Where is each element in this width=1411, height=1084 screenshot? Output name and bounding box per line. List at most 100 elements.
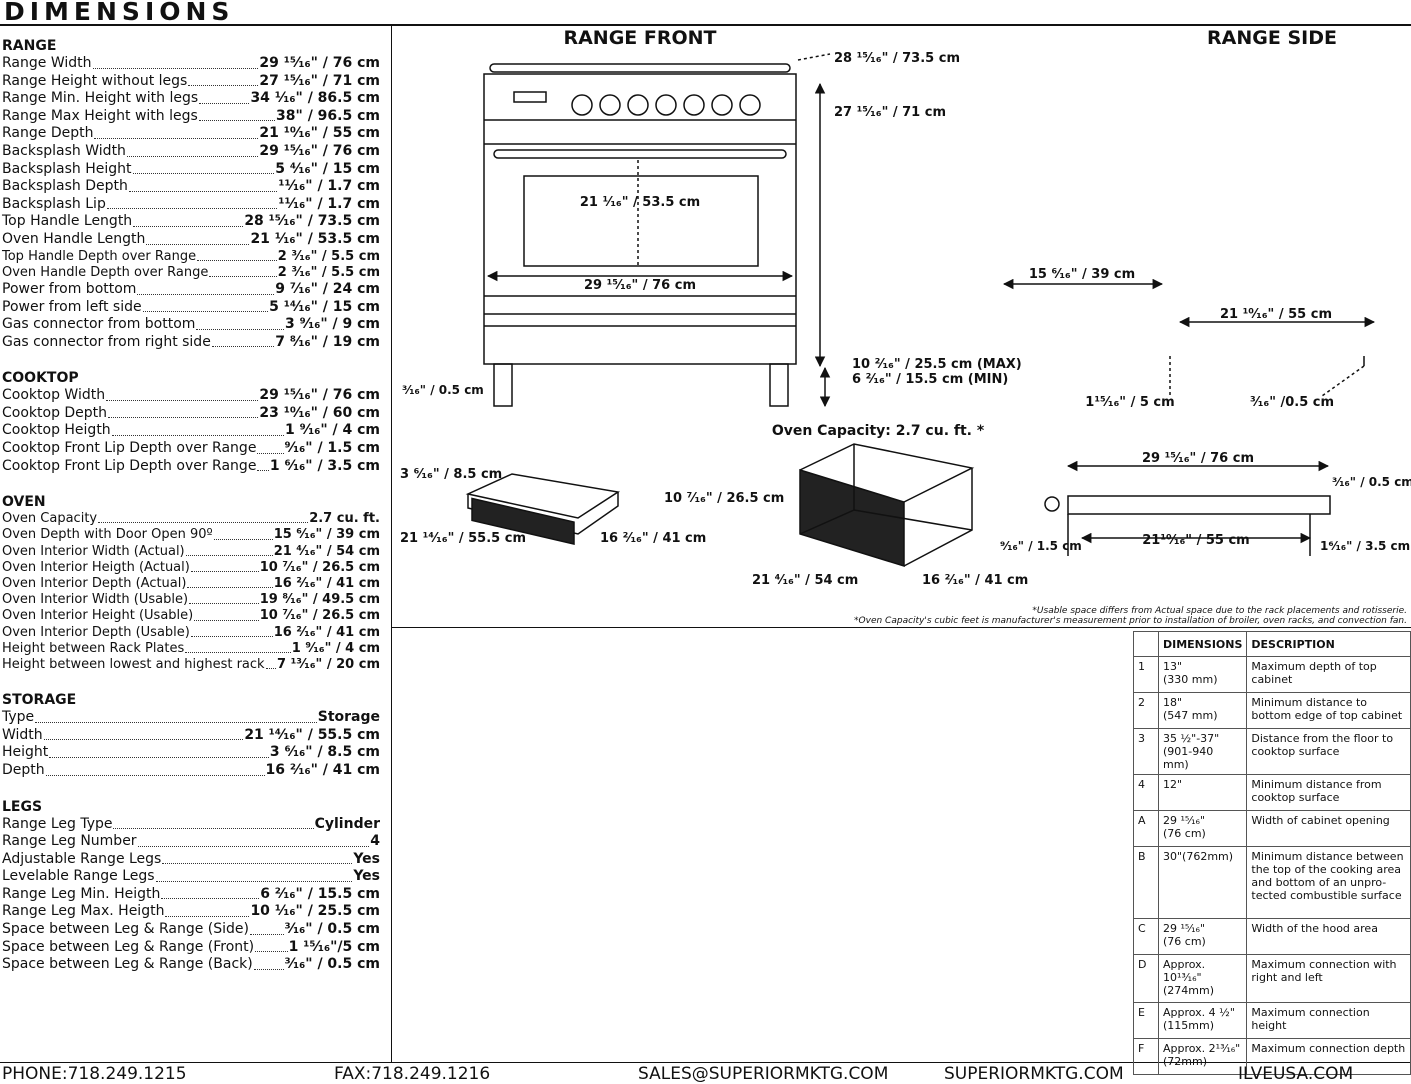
spec-value: 2 ³⁄₁₆" / 5.5 cm — [277, 264, 380, 280]
spec-value: 16 ²⁄₁₆" / 41 cm — [265, 761, 381, 778]
spec-value: 19 ⁸⁄₁₆" / 49.5 cm — [259, 592, 380, 608]
spec-value: 29 ¹⁵⁄₁₆" / 76 cm — [259, 387, 380, 404]
footer-email[interactable]: SALES@SUPERIORMKTG.COM — [638, 1064, 889, 1084]
spec-value: ¹¹⁄₁₆" / 1.7 cm — [278, 178, 380, 195]
range-front-body — [483, 73, 797, 365]
spec-row: Oven Interior Height (Usable)10 ⁷⁄₁₆" / … — [2, 608, 380, 624]
table-cell-dimension: Approx. 10¹³⁄₁₆" (274mm) — [1157, 954, 1248, 1003]
table-cell-id: F — [1133, 1038, 1159, 1075]
footer-website-ilve[interactable]: ILVEUSA.COM — [1238, 1064, 1354, 1084]
cooktop-front-dim: 1⁶⁄₁₆" / 3.5 cm — [1320, 539, 1410, 553]
spec-value: 2 ³⁄₁₆" / 5.5 cm — [277, 248, 380, 264]
spec-label: Height between lowest and highest rack — [2, 656, 265, 672]
spec-value: 7 ¹³⁄₁₆" / 20 cm — [277, 656, 380, 672]
dot-leader — [142, 310, 269, 313]
spec-label: Gas connector from right side — [2, 333, 211, 350]
table-cell-dimension: 35 ½"-37" (901-940 mm) — [1157, 728, 1248, 775]
footer-fax: FAX:718.249.1216 — [334, 1064, 491, 1084]
side-door-dim: 15 ⁶⁄₁₆" / 39 cm — [1029, 267, 1135, 282]
section-title: OVEN — [2, 494, 46, 511]
section-title: STORAGE — [2, 692, 77, 709]
spec-value: Storage — [317, 709, 380, 726]
table-cell-id: 4 — [1133, 774, 1159, 811]
spec-label: Range Max Height with legs — [2, 107, 198, 124]
dot-leader — [197, 259, 277, 261]
spec-row: Oven Interior Width (Usable)19 ⁸⁄₁₆" / 4… — [2, 592, 380, 608]
section-title: LEGS — [2, 798, 43, 815]
dot-leader — [187, 586, 273, 589]
cooktop-back-dim: ³⁄₁₆" / 0.5 cm — [1332, 475, 1411, 489]
cooktop-depth-dim: 21¹⁰⁄₁₆" / 55 cm — [1142, 533, 1249, 548]
dot-leader — [132, 172, 275, 175]
spec-value: 7 ⁸⁄₁₆" / 19 cm — [275, 333, 380, 350]
table-cell-description: Maximum connection depth — [1246, 1038, 1411, 1075]
dot-leader — [106, 399, 259, 401]
page-title: DIMENSIONS — [4, 0, 235, 26]
spec-label: Oven Interior Height (Usable) — [2, 608, 194, 624]
spec-value: 5 ¹⁴⁄₁₆" / 15 cm — [269, 298, 380, 315]
spec-label: Oven Interior Depth (Actual) — [2, 575, 187, 591]
spec-value: 10 ⁷⁄₁₆" / 26.5 cm — [259, 559, 380, 575]
drawer-width-dim: 21 ¹⁴⁄₁₆" / 55.5 cm — [400, 531, 526, 546]
table-cell-id: D — [1133, 954, 1159, 1003]
spec-label: Cooktop Front Lip Depth over Range — [2, 440, 257, 457]
spec-label: Backsplash Height — [2, 160, 132, 177]
cooktop-lip-dim: ⁹⁄₁₆" / 1.5 cm — [1000, 539, 1082, 553]
table-cell-description: Maximum connection height — [1246, 1002, 1411, 1039]
spec-label: Cooktop Front Lip Depth over Range — [2, 457, 257, 474]
footer-phone: PHONE:718.249.1215 — [2, 1064, 187, 1084]
spec-label: Cooktop Heigth — [2, 422, 111, 439]
spec-label: Backsplash Lip — [2, 195, 106, 212]
spec-label: Backsplash Depth — [2, 178, 128, 195]
spec-row: Space between Leg & Range (Back)³⁄₁₆" / … — [2, 956, 380, 974]
leg-min-dim: 6 ²⁄₁₆" / 15.5 cm (MIN) — [852, 372, 1008, 387]
oven-height-dim: 10 ⁷⁄₁₆" / 26.5 cm — [664, 491, 784, 506]
spec-label: Range Width — [2, 55, 92, 71]
spec-value: 21 ¹⁄₁₆" / 53.5 cm — [250, 230, 380, 247]
spec-label: Range Depth — [2, 125, 94, 142]
dot-leader — [35, 721, 317, 723]
oven-handle — [493, 149, 787, 159]
spec-row: Backsplash Depth ¹¹⁄₁₆" / 1.7 cm — [2, 178, 380, 196]
spec-value: 21 ¹⁰⁄₁₆" / 55 cm — [259, 125, 380, 142]
dot-leader — [190, 635, 273, 637]
spec-value: 21 ⁴⁄₁₆" / 54 cm — [273, 543, 380, 559]
dot-leader — [137, 293, 275, 295]
spec-value: 4 — [370, 833, 380, 850]
footer-website[interactable]: SUPERIORMKTG.COM — [944, 1064, 1124, 1084]
spec-value: ³⁄₁₆" / 0.5 cm — [284, 921, 380, 938]
spec-label: Levelable Range Legs — [2, 868, 155, 885]
spec-row: Height between lowest and highest rack 7 … — [2, 657, 380, 673]
spec-value: Yes — [353, 868, 380, 885]
table-cell-dimension: 12" — [1157, 774, 1248, 811]
oven-handle-dim: 21 ¹⁄₁₆" / 53.5 cm — [580, 195, 700, 210]
dot-leader — [137, 845, 370, 847]
capacity-note: *Oven Capacity's cubic feet is manufactu… — [854, 616, 1407, 626]
table-cell-dimension: Approx. 2¹³⁄₁₆" (72mm) — [1157, 1038, 1248, 1075]
table-cell-dimension: 29 ¹⁵⁄₁₆" (76 cm) — [1157, 810, 1248, 847]
dot-leader — [161, 897, 260, 900]
spec-value: 21 ¹⁴⁄₁₆" / 55.5 cm — [244, 726, 380, 743]
spec-value: 27 ¹⁵⁄₁₆" / 71 cm — [259, 72, 380, 89]
dot-leader — [155, 880, 353, 882]
table-cell-id: 3 — [1133, 728, 1159, 775]
knob-7 — [739, 94, 761, 116]
spec-label: Power from left side — [2, 298, 142, 315]
top-divider — [0, 24, 1411, 26]
